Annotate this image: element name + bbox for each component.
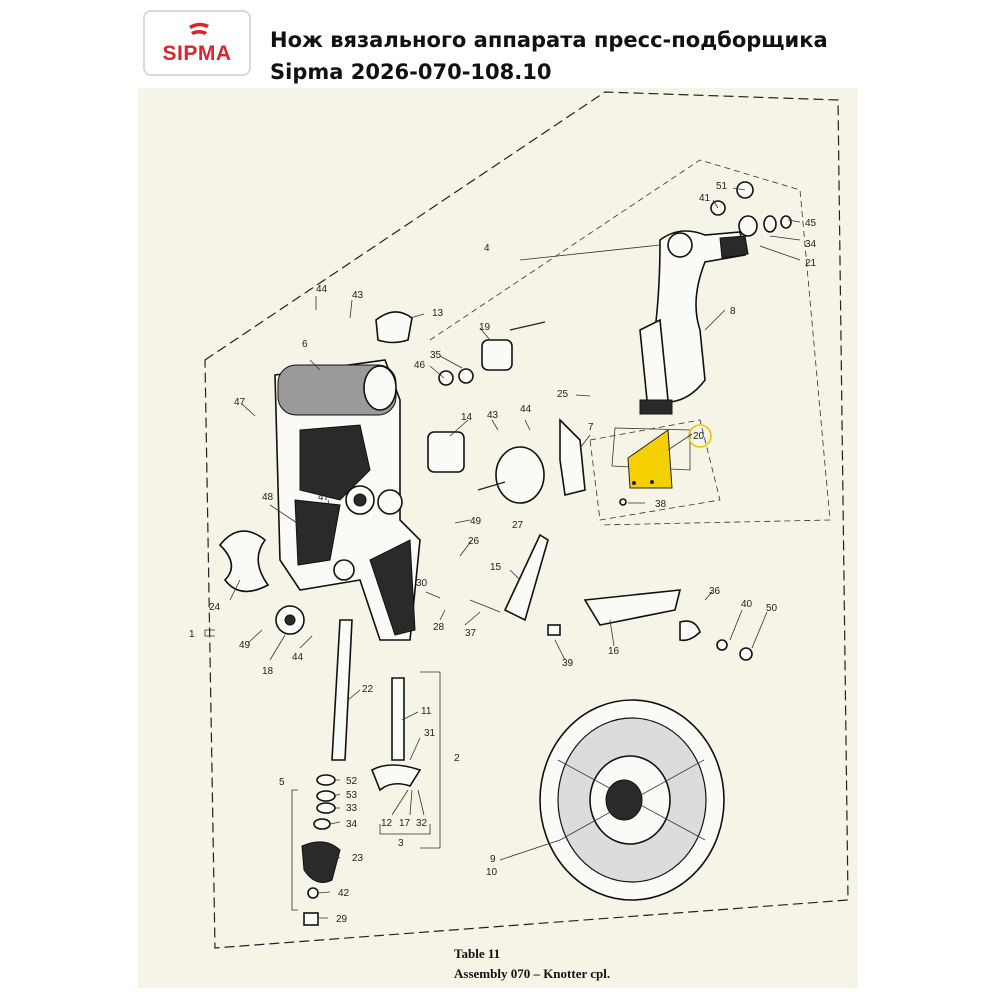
label-34b: 34 xyxy=(346,819,358,830)
label-34: 34 xyxy=(805,239,817,250)
label-7: 7 xyxy=(588,422,594,433)
crank-lever-part xyxy=(639,230,749,412)
label-1: 1 xyxy=(189,629,195,640)
label-49b: 49 xyxy=(239,640,251,651)
small-parts-left xyxy=(218,311,546,635)
label-3: 3 xyxy=(398,838,404,849)
label-8: 8 xyxy=(730,306,736,317)
label-44c: 44 xyxy=(292,652,304,663)
label-16: 16 xyxy=(608,646,620,657)
knife-bracket-parts xyxy=(611,399,712,506)
label-37: 37 xyxy=(465,628,477,639)
assembly-outline xyxy=(204,91,849,949)
label-40: 40 xyxy=(741,599,753,610)
label-15: 15 xyxy=(490,562,502,573)
label-49: 49 xyxy=(470,516,482,527)
page-subtitle: Sipma 2026-070-108.10 xyxy=(270,60,552,84)
label-27: 27 xyxy=(512,520,524,531)
bevel-gear-part xyxy=(539,699,725,901)
label-6: 6 xyxy=(302,339,308,350)
label-51: 51 xyxy=(716,181,728,192)
label-33: 33 xyxy=(346,803,358,814)
label-5: 5 xyxy=(279,777,285,788)
label-30: 30 xyxy=(416,578,428,589)
label-41: 41 xyxy=(699,193,711,204)
sipma-logo-mark-icon xyxy=(189,22,209,35)
label-21: 21 xyxy=(805,258,817,269)
label-17: 17 xyxy=(399,818,411,829)
label-44: 44 xyxy=(316,284,328,295)
label-4: 4 xyxy=(484,243,490,254)
label-28: 28 xyxy=(433,622,445,633)
label-52: 52 xyxy=(346,776,358,787)
label-22: 22 xyxy=(362,684,374,695)
label-32: 32 xyxy=(416,818,428,829)
label-18: 18 xyxy=(262,666,274,677)
label-47: 47 xyxy=(234,397,246,408)
label-47b: 47 xyxy=(318,492,330,503)
shaft-parts xyxy=(301,619,422,926)
label-11: 11 xyxy=(421,706,432,717)
assembly-caption: Assembly 070 – Knotter cpl. xyxy=(454,966,611,981)
label-23: 23 xyxy=(352,853,364,864)
table-caption: Table 11 xyxy=(454,946,501,961)
label-25: 25 xyxy=(557,389,569,400)
label-39: 39 xyxy=(562,658,574,669)
logo-text: SIPMA xyxy=(162,42,232,65)
label-48: 48 xyxy=(262,492,274,503)
label-43: 43 xyxy=(352,290,364,301)
label-10: 10 xyxy=(486,867,498,878)
label-12: 12 xyxy=(381,818,393,829)
label-44b: 44 xyxy=(520,404,532,415)
label-29: 29 xyxy=(336,914,348,925)
sipma-logo: SIPMA xyxy=(143,10,251,76)
label-24: 24 xyxy=(209,602,221,613)
knife-blade-highlight xyxy=(627,429,673,489)
leader-lines xyxy=(229,187,801,919)
label-2: 2 xyxy=(454,753,460,764)
label-43b: 43 xyxy=(487,410,499,421)
label-20: 20 xyxy=(693,431,705,442)
label-13: 13 xyxy=(432,308,444,319)
label-50: 50 xyxy=(766,603,778,614)
label-9: 9 xyxy=(490,854,496,865)
label-14: 14 xyxy=(461,412,473,423)
label-26: 26 xyxy=(468,536,480,547)
label-42: 42 xyxy=(338,888,350,899)
knotter-hook-parts xyxy=(469,418,753,661)
label-46: 46 xyxy=(414,360,426,371)
label-35: 35 xyxy=(430,350,442,361)
knotter-frame-part xyxy=(274,359,421,641)
part-number-labels: 51 41 45 34 21 4 8 44 43 13 19 6 35 46 2… xyxy=(189,181,817,925)
label-31: 31 xyxy=(424,728,436,739)
label-19: 19 xyxy=(479,322,491,333)
label-36: 36 xyxy=(709,586,721,597)
label-38: 38 xyxy=(655,499,667,510)
label-53: 53 xyxy=(346,790,358,801)
label-45: 45 xyxy=(805,218,817,229)
page-title: Нож вязального аппарата пресс-подборщика xyxy=(270,28,828,52)
washer-stack xyxy=(710,181,792,237)
